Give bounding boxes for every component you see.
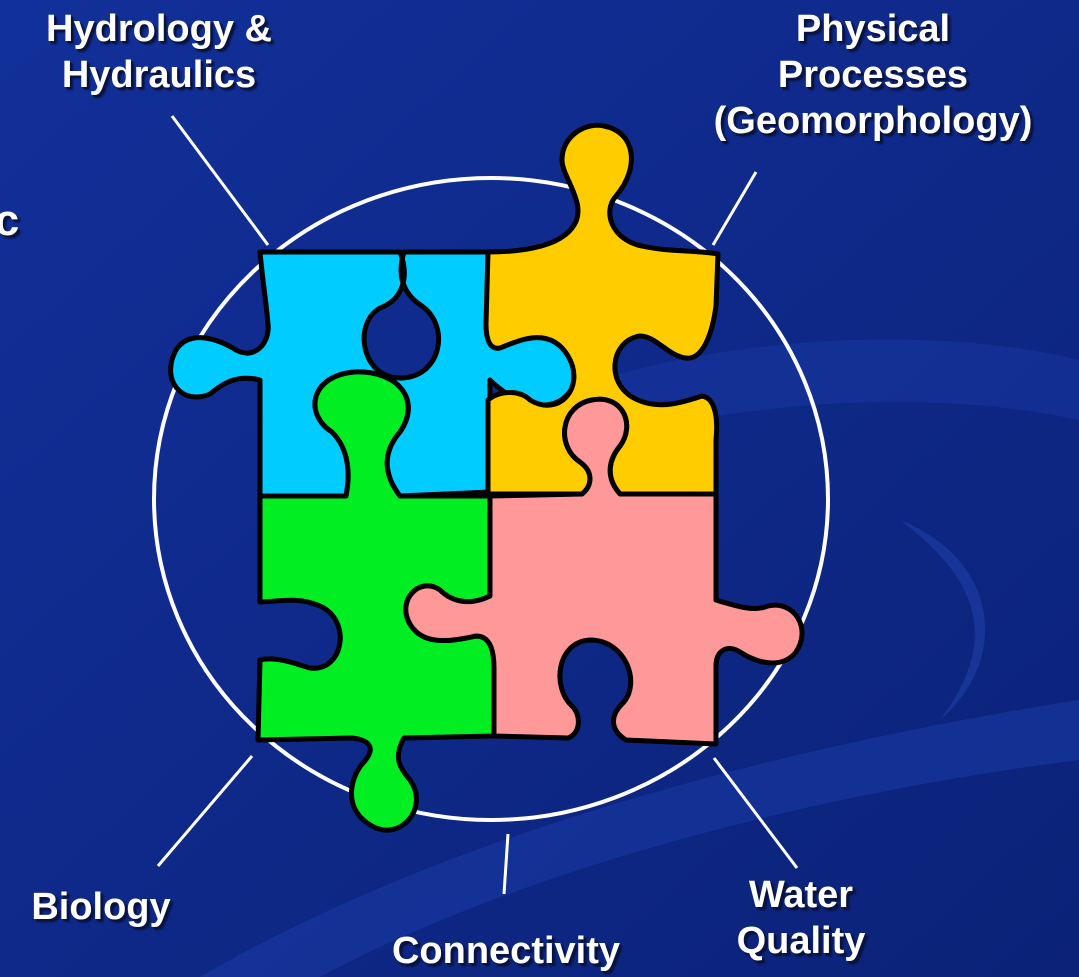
hydrology-label-line-2: Hydraulics	[61, 54, 257, 96]
water-quality-puzzle-piece	[403, 396, 805, 747]
water-quality-label-line-2: Quality	[736, 920, 866, 962]
physical-label-line-3: (Geomorphology)	[713, 100, 1033, 142]
physical-processes-label: Physical Processes (Geomorphology)	[668, 6, 1078, 144]
biology-leader-line	[156, 755, 254, 867]
physical-processes-puzzle-piece	[483, 122, 721, 497]
physical-label-line-1: Physical	[795, 8, 951, 50]
hydrology-hydraulics-label: Hydrology & Hydraulics	[0, 6, 318, 98]
connectivity-label: Connectivity	[391, 930, 621, 972]
water-quality-label-line-1: Water	[748, 874, 854, 916]
biology-label: Biology	[31, 886, 171, 928]
water-quality-label: Water Quality	[706, 872, 896, 964]
connectivity-leader-line	[502, 833, 510, 895]
physical-label-line-2: Processes	[777, 54, 969, 96]
hydrology-leader-line	[170, 115, 270, 246]
connectivity-ring	[152, 176, 830, 822]
physical-leader-line	[711, 171, 758, 246]
hydrology-label-line-1: Hydrology &	[46, 8, 272, 50]
water-quality-leader-line	[712, 757, 799, 869]
cut-off-letter: c	[0, 196, 20, 245]
